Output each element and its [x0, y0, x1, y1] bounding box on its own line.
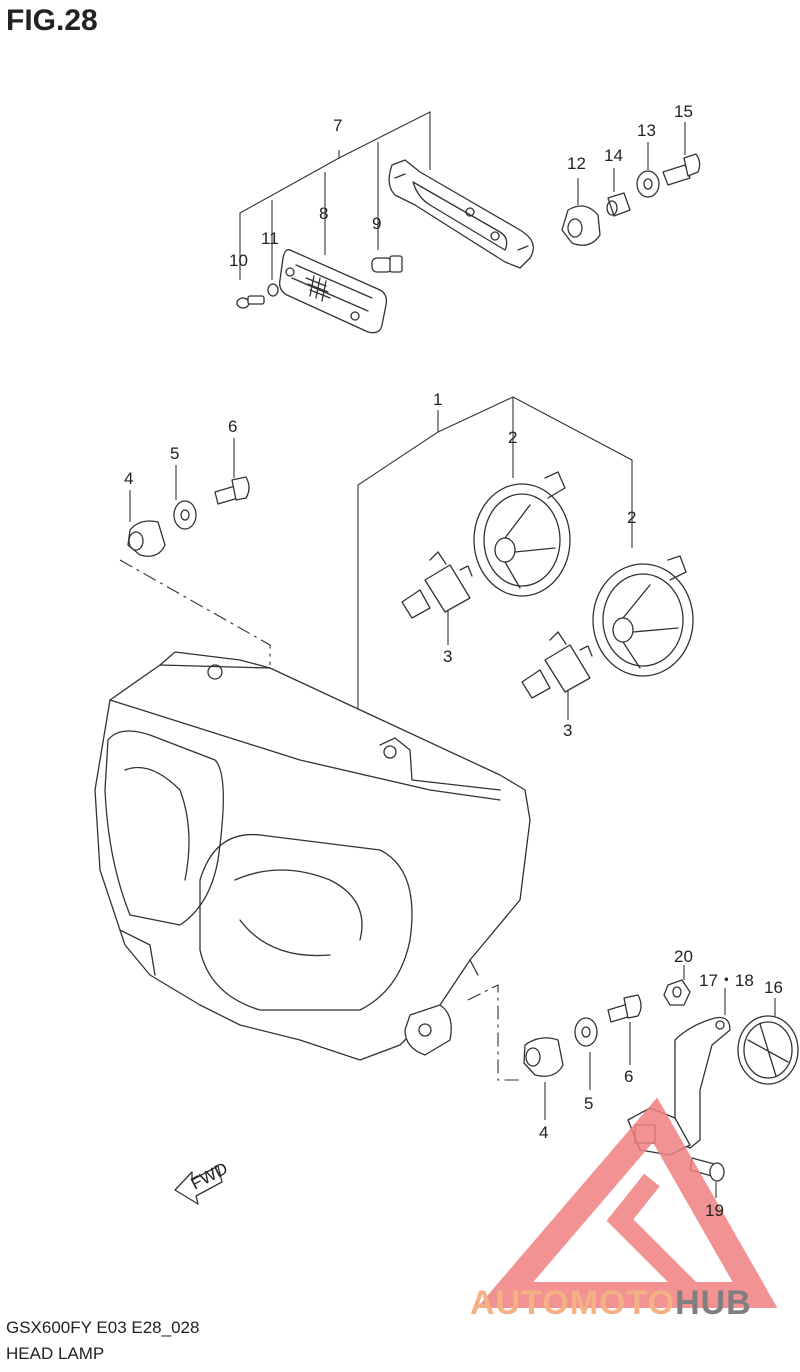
- callout-10: 10: [229, 251, 248, 270]
- small-bulb: [371, 255, 403, 273]
- washer-11: [267, 283, 279, 297]
- lamp-bracket: [388, 159, 534, 269]
- figure-title: FIG.28: [6, 4, 98, 37]
- brand-watermark-part1: AUTOMOTO: [470, 1284, 676, 1322]
- callout-7: 7: [333, 116, 342, 135]
- callout-8: 8: [319, 204, 328, 223]
- callout-17-18: 17・18: [699, 971, 754, 990]
- callout-2-upper: 2: [508, 428, 517, 447]
- collar-14: [606, 192, 631, 217]
- model-code: GSX600FY E03 E28_028: [6, 1318, 200, 1337]
- callout-16: 16: [764, 978, 783, 997]
- washer-5-upper: [173, 500, 197, 530]
- fwd-arrow: FWD: [174, 1159, 231, 1205]
- grommet-4-lower: [523, 1037, 564, 1077]
- callout-14: 14: [604, 146, 623, 165]
- callout-3-lower: 3: [563, 721, 572, 740]
- callout-13: 13: [637, 121, 656, 140]
- bolt-15: [662, 153, 701, 186]
- callout-2-lower: 2: [627, 508, 636, 527]
- rubber-cap-16: [737, 1015, 799, 1085]
- lens-plate: [279, 249, 388, 334]
- callout-19: 19: [705, 1201, 724, 1220]
- headlamp-housing: [94, 651, 531, 1061]
- screw-10: [236, 295, 265, 309]
- section-name: HEAD LAMP: [6, 1344, 105, 1363]
- callout-20: 20: [674, 947, 693, 966]
- callout-4-upper: 4: [124, 469, 133, 488]
- halogen-bulb-upper: [401, 551, 473, 619]
- brand-watermark-part2: HUB: [675, 1284, 752, 1322]
- callout-11: 11: [261, 229, 279, 248]
- screw-6-upper: [214, 476, 250, 505]
- grommet-12: [561, 205, 601, 246]
- callout-4-lower: 4: [539, 1123, 548, 1142]
- brand-watermark: AUTOMOTOHUB: [470, 1284, 752, 1323]
- callout-6-upper: 6: [228, 417, 237, 436]
- washer-13: [636, 170, 660, 198]
- callout-5-upper: 5: [170, 444, 179, 463]
- callout-9: 9: [372, 214, 381, 233]
- halogen-bulb-lower: [521, 631, 593, 699]
- bulb-cover-upper: [473, 471, 571, 597]
- callout-3-upper: 3: [443, 647, 452, 666]
- washer-5-lower: [574, 1017, 598, 1047]
- screw-6-lower: [607, 994, 642, 1023]
- callout-1: 1: [433, 390, 442, 409]
- callout-6-lower: 6: [624, 1067, 633, 1086]
- callout-5-lower: 5: [584, 1094, 593, 1113]
- nut-20: [663, 979, 691, 1006]
- brand-logo: [476, 1097, 778, 1308]
- callout-15: 15: [674, 102, 693, 121]
- grommet-4-upper: [127, 520, 166, 557]
- bulb-cover-lower: [592, 555, 694, 677]
- callout-12: 12: [567, 154, 586, 173]
